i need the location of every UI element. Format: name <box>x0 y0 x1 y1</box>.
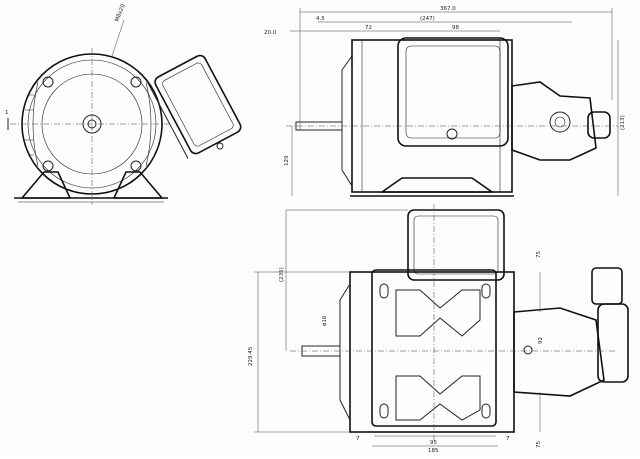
pump-port-inner <box>554 116 566 128</box>
plan-top-right-label: 75 <box>536 251 542 258</box>
terminal-box-side-inner <box>405 45 501 139</box>
motor-end-bell <box>341 55 353 187</box>
dim-c-label: 20.0 <box>264 30 277 36</box>
bolt-lug-tl <box>42 76 54 88</box>
plan-height-left-label: (235) <box>279 267 285 282</box>
upper-mount-slot <box>395 289 481 337</box>
bolt-lug-tr <box>130 76 142 88</box>
end-view-top-tag: M8x20 <box>114 3 127 23</box>
terminal-box <box>147 54 242 159</box>
plan-pump <box>513 307 605 397</box>
plan-width-bottom-label: 185 <box>428 448 439 454</box>
terminal-box-side <box>397 37 509 147</box>
bolt-slot-ll <box>379 403 389 419</box>
bolt-slot-ul <box>379 283 389 299</box>
dim-f-label: (213) <box>620 115 626 130</box>
end-view: 1 M8x20 <box>5 3 242 205</box>
plan-pump-bolt <box>523 345 533 355</box>
plan-flange-label: 92 <box>538 337 544 344</box>
plan-pump-pipe <box>597 303 629 383</box>
bolt-lug-bl <box>42 160 54 172</box>
end-view-left-tag: 1 <box>5 110 9 116</box>
cable-gland <box>446 128 458 140</box>
bolt-lug-br <box>130 160 142 172</box>
dim-d-label: 72 <box>365 25 372 31</box>
dim-h-label: 129 <box>284 155 290 166</box>
bolt-slot-ur <box>481 283 491 299</box>
lower-mount-slot <box>395 375 481 421</box>
plan-right-small-label: 7 <box>506 436 510 442</box>
plan-shaft-dim-label: ø16 <box>322 315 328 326</box>
pump-port <box>549 111 571 133</box>
plan-total-height-label: 229.45 <box>248 346 254 366</box>
dim-b-label: (247) <box>420 16 435 22</box>
bolt-slot-lr <box>481 403 491 419</box>
plan-end-bell <box>339 283 351 421</box>
plan-pump-outlet <box>591 267 623 305</box>
plan-width-mid-label: 95 <box>430 440 437 446</box>
side-foot <box>379 177 495 193</box>
end-view-leader <box>111 19 125 57</box>
pump-head <box>511 81 597 161</box>
motor-body <box>351 39 513 193</box>
dim-a-label: 4.5 <box>316 16 325 22</box>
side-view: 367.0 4.5 (247) 20.0 72 98 (213) 129 <box>264 6 626 197</box>
plan-bottom-right-label: 75 <box>536 441 542 448</box>
plan-view: 229.45 (235) ø16 95 185 7 7 75 75 92 <box>248 204 629 454</box>
pump-fitting <box>587 111 611 139</box>
plan-terminal-box <box>407 209 505 281</box>
plan-terminal-box-inner <box>413 215 499 275</box>
plan-left-small-label: 7 <box>356 436 360 442</box>
dim-overall-label: 367.0 <box>440 6 456 12</box>
dim-e-label: 98 <box>452 25 459 31</box>
